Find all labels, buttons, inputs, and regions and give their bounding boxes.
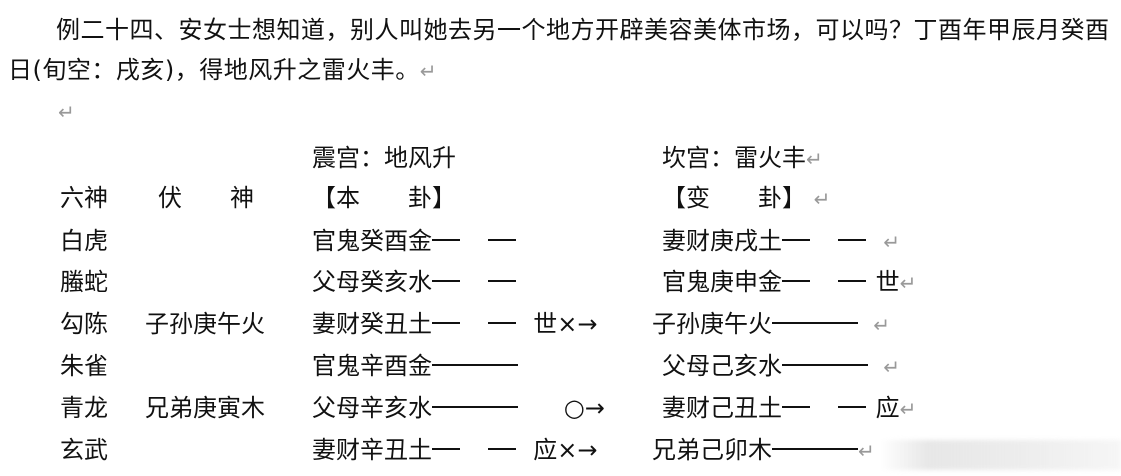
blurred-watermark	[880, 440, 1121, 470]
ben-yao-label: 妻财辛丑土	[312, 436, 432, 464]
bian-yao-label: 父母己亥水	[662, 352, 782, 380]
ben-yao-cell: 父母辛亥水 ○→	[312, 393, 605, 423]
liushen-cell: 玄武	[60, 436, 108, 464]
ben-yao-label: 官鬼癸酉金	[312, 227, 432, 255]
paragraph-mark-icon: ↵	[873, 313, 891, 337]
yin-line-icon	[432, 322, 518, 324]
header-liushen: 六神	[60, 184, 108, 212]
yin-line-icon	[782, 280, 868, 282]
bian-yao-cell: 兄弟己卯木 ↵	[652, 435, 875, 466]
ben-yao-cell: 父母癸亥水	[312, 267, 518, 297]
ying-marker: 应	[875, 394, 900, 422]
liushen-cell: 螣蛇	[60, 268, 108, 296]
moving-yao-marker: 世×→	[533, 310, 598, 338]
yin-line-icon	[432, 239, 518, 241]
paragraph-mark-icon: ↵	[419, 59, 437, 83]
question-paragraph: 例二十四、安女士想知道，别人叫她去另一个地方开辟美容美体市场，可以吗？丁酉年甲辰…	[8, 10, 1116, 91]
question-text: 例二十四、安女士想知道，别人叫她去另一个地方开辟美容美体市场，可以吗？丁酉年甲辰…	[8, 16, 1110, 84]
yang-line-icon	[782, 364, 868, 366]
fushen-cell: 子孙庚午火	[145, 310, 265, 338]
bian-yao-cell: 官鬼庚申金 世↵	[662, 267, 916, 298]
bian-yao-label: 子孙庚午火	[652, 310, 772, 338]
yin-line-icon	[432, 448, 518, 450]
fushen-cell: 兄弟庚寅木	[145, 394, 265, 422]
paragraph-mark-icon: ↵	[899, 271, 917, 295]
ben-yao-cell: 妻财癸丑土 世×→	[312, 309, 597, 339]
bian-gua-title-row: 坎宫：雷火丰↵	[662, 143, 823, 174]
paragraph-mark-icon: ↵	[813, 187, 831, 211]
yang-line-icon	[432, 364, 518, 366]
ben-yao-cell: 官鬼癸酉金	[312, 226, 518, 256]
bian-yao-label: 兄弟己卯木	[652, 436, 772, 464]
yang-line-icon	[772, 448, 858, 450]
header-fushen: 伏 神	[158, 184, 254, 212]
liushen-cell: 朱雀	[60, 352, 108, 380]
bian-yao-label: 妻财己丑土	[662, 394, 782, 422]
paragraph-mark-icon: ↵	[806, 147, 823, 171]
ben-yao-cell: 妻财辛丑土 应×→	[312, 435, 597, 465]
liushen-cell: 青龙	[60, 394, 108, 422]
bian-yao-cell: 妻财庚戌土 ↵	[662, 226, 900, 257]
ben-yao-label: 父母辛亥水	[312, 394, 432, 422]
bian-yao-cell: 父母己亥水 ↵	[662, 351, 900, 382]
yang-line-icon	[432, 406, 518, 408]
bian-yao-label: 官鬼庚申金	[662, 268, 782, 296]
moving-yao-marker: 应×→	[533, 436, 598, 464]
yin-line-icon	[782, 239, 868, 241]
ben-yao-label: 妻财癸丑土	[312, 310, 432, 338]
yin-line-icon	[782, 406, 868, 408]
paragraph-mark-icon: ↵	[883, 355, 901, 379]
empty-paragraph-mark-icon: ↵	[58, 100, 75, 124]
paragraph-mark-icon: ↵	[858, 439, 875, 463]
shi-marker: 世	[875, 268, 900, 296]
bian-yao-label: 妻财庚戌土	[662, 227, 782, 255]
bian-yao-cell: 妻财己丑土 应↵	[662, 393, 916, 424]
ben-yao-label: 官鬼辛酉金	[312, 352, 432, 380]
paragraph-mark-icon: ↵	[899, 397, 917, 421]
liushen-cell: 勾陈	[60, 310, 108, 338]
ben-yao-label: 父母癸亥水	[312, 268, 432, 296]
paragraph-mark-icon: ↵	[883, 230, 901, 254]
header-bian-gua-row: 【变 卦】 ↵	[662, 183, 830, 214]
yin-line-icon	[432, 280, 518, 282]
moving-yao-marker: ○→	[563, 394, 605, 422]
yang-line-icon	[772, 322, 858, 324]
bian-yao-cell: 子孙庚午火 ↵	[652, 309, 890, 340]
ben-gua-title: 震宫：地风升	[312, 144, 456, 172]
ben-yao-cell: 官鬼辛酉金	[312, 351, 518, 381]
liushen-cell: 白虎	[60, 227, 108, 255]
bian-gua-title: 坎宫：雷火丰	[662, 144, 806, 172]
header-ben-gua: 【本 卦】	[312, 184, 456, 212]
header-bian-gua: 【变 卦】	[662, 184, 806, 212]
